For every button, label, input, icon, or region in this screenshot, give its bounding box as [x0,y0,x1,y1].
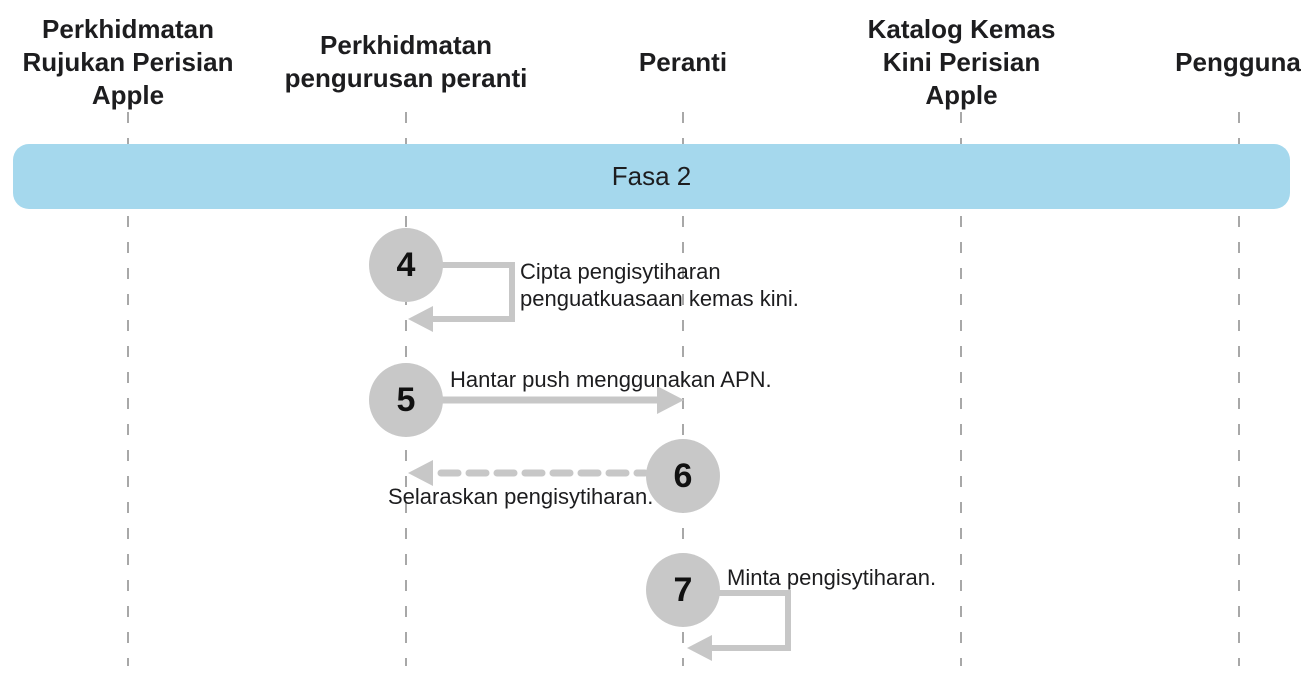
step-circle-7: 7 [646,553,720,627]
step-number: 6 [673,456,693,495]
step-message-6: Selaraskan pengisytiharan. [388,484,654,509]
step-number: 4 [396,245,416,284]
actor-label-apple-software-update-catalog: Katalog Kemas Kini Perisian Apple [867,13,1056,110]
step-message-4: Cipta pengisytiharan penguatkuasaan kema… [520,259,799,311]
step-number: 5 [396,380,416,419]
actor-label-apple-software-lookup-service: Perkhidmatan Rujukan Perisian Apple [22,13,234,110]
step-number: 7 [673,570,693,609]
step-message-5: Hantar push menggunakan APN. [450,367,772,392]
step-circle-6: 6 [646,439,720,513]
arrowhead-left-icon [408,306,433,332]
step-circle-5: 5 [369,363,443,437]
lifeline-user [1238,112,1240,666]
lifeline-apple-software-update-catalog [960,112,962,666]
lifeline-apple-software-lookup-service [127,112,129,666]
actor-label-user: Pengguna [1175,46,1301,77]
actor-label-device-management-service: Perkhidmatan pengurusan peranti [284,30,528,93]
step-message-7: Minta pengisytiharan. [727,565,937,590]
arrowhead-left-icon [687,635,712,661]
phase-banner: Fasa 2 [13,144,1290,209]
actor-label-device: Peranti [638,46,728,77]
step-circle-4: 4 [369,228,443,302]
phase-label: Fasa 2 [611,161,692,191]
